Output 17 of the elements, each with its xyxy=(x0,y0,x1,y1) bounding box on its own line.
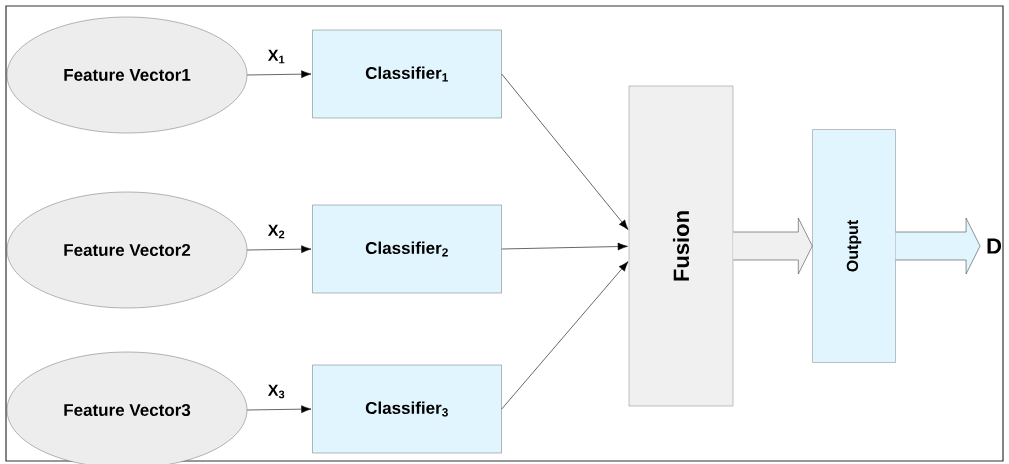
edge-label: X$_{2}$ xyxy=(266,223,287,240)
classifier-box: Classifier$_{1}$ xyxy=(312,29,502,119)
fusion-box: Fusion xyxy=(628,85,734,407)
output-box: Output xyxy=(812,129,896,363)
arrow xyxy=(501,242,628,251)
edge-label: X$_{1}$ xyxy=(266,48,287,65)
arrow xyxy=(501,261,629,410)
arrow xyxy=(246,405,312,413)
block-arrow xyxy=(895,217,981,275)
classifier-box: Classifier$_{2}$ xyxy=(312,204,502,294)
arrow xyxy=(501,73,629,230)
arrow xyxy=(246,245,312,253)
classifier-box: Classifier$_{3}$ xyxy=(312,364,502,454)
edge-label: X$_{3}$ xyxy=(266,383,287,400)
block-arrow xyxy=(732,217,813,275)
output-label: D xyxy=(987,238,1002,254)
arrow xyxy=(246,70,312,78)
